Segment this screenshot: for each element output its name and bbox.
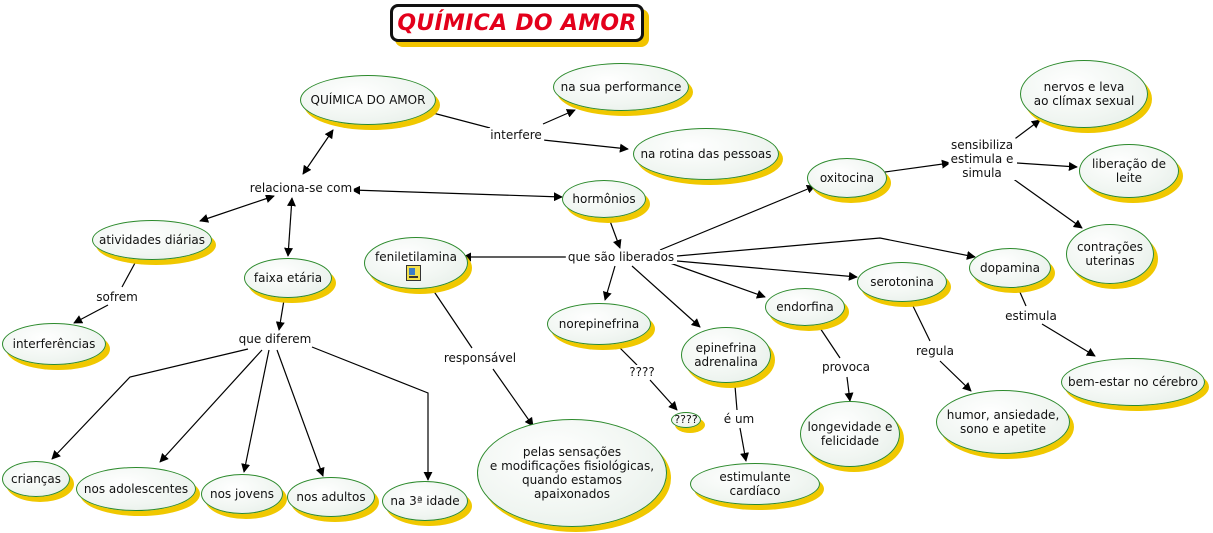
node-epinefrina[interactable]: epinefrina adrenalina <box>681 327 771 383</box>
link-que-sao-liberados: que são liberados <box>565 250 677 264</box>
e-liberados-dopamina <box>676 237 976 260</box>
node-estimulante[interactable]: estimulante cardíaco <box>690 463 820 505</box>
e-responsavel-sensacoes <box>492 368 534 427</box>
link-regula: regula <box>914 344 956 358</box>
node-feniletilamina[interactable]: feniletilamina <box>364 237 468 289</box>
e-atividades-sofrem <box>121 262 136 288</box>
e-sensibiliza-leite <box>1016 161 1078 171</box>
map-title-text: QUÍMICA DO AMOR <box>397 10 637 36</box>
e-serotonina-regula <box>911 303 931 342</box>
attached-document-icon[interactable] <box>406 265 421 281</box>
e-oxitocina-sensibiliza <box>884 159 951 173</box>
node-terceira-idade[interactable]: na 3ª idade <box>382 481 468 521</box>
link-relaciona-se-com: relaciona-se com <box>247 181 355 195</box>
link-e-um: é um <box>721 412 757 426</box>
node-norepinefrina[interactable]: norepinefrina <box>547 303 651 345</box>
e-liberados-norepinefrina <box>602 265 616 301</box>
e-relaciona-faixa <box>284 197 296 257</box>
node-atividades[interactable]: atividades diárias <box>92 220 212 260</box>
e-diferem-criancas <box>51 348 249 460</box>
node-dopamina[interactable]: dopamina <box>969 248 1051 288</box>
e-duvida-duvida <box>649 379 678 411</box>
e-eum-estimulante <box>739 427 749 462</box>
e-provoca-longevidade <box>844 376 854 402</box>
node-adultos[interactable]: nos adultos <box>287 477 375 517</box>
node-humor[interactable]: humor, ansiedade, sono e apetite <box>936 390 1070 454</box>
e-dopamina-estimula <box>1018 289 1027 307</box>
e-sensibiliza-nervos <box>1011 119 1041 142</box>
e-estimula-bemestar <box>1041 323 1096 357</box>
node-quimica-do-amor[interactable]: QUÍMICA DO AMOR <box>300 75 436 125</box>
node-oxitocina[interactable]: oxitocina <box>807 158 887 198</box>
e-diferem-adolescentes <box>159 349 263 463</box>
e-epinefrina-eum <box>734 385 738 411</box>
e-interfere-performance <box>542 109 576 125</box>
e-faixa-diferem <box>275 299 285 331</box>
e-diferem-adultos <box>276 349 325 477</box>
e-liberados-oxitocina <box>659 184 816 251</box>
link-provoca: provoca <box>819 360 873 374</box>
e-sofrem-interferencias <box>73 304 109 324</box>
e-liberados-epinefrina <box>631 265 701 328</box>
e-endorfina-provoca <box>819 327 841 359</box>
node-hormonios[interactable]: hormônios <box>562 180 646 218</box>
e-hormonios-liberados <box>609 220 622 249</box>
node-rotina[interactable]: na rotina das pessoas <box>633 128 779 180</box>
link-sensibiliza: sensibiliza estimula e simula <box>948 138 1016 180</box>
link-que-diferem: que diferem <box>236 332 314 346</box>
e-quimica-interfere <box>432 112 491 129</box>
e-sensibiliza-contracoes <box>1011 177 1083 229</box>
node-longevidade[interactable]: longevidade e felicidade <box>800 401 900 467</box>
map-title: QUÍMICA DO AMOR <box>390 4 644 42</box>
node-interferencias[interactable]: interferências <box>2 323 106 365</box>
e-feniletilamina-responsavel <box>432 289 473 349</box>
e-diferem-terceira <box>311 346 433 481</box>
e-relaciona-atividades <box>199 194 275 223</box>
e-regula-humor <box>939 360 972 392</box>
node-bem-estar[interactable]: bem-estar no cérebro <box>1061 358 1205 406</box>
e-quimica-relaciona <box>302 129 334 175</box>
node-faixa-etaria[interactable]: faixa etária <box>244 258 332 298</box>
node-contracoes[interactable]: contrações uterinas <box>1066 224 1154 284</box>
link-responsavel: responsável <box>441 351 519 365</box>
link-duvida: ???? <box>627 365 657 379</box>
e-relaciona-hormonios <box>351 185 563 202</box>
node-criancas[interactable]: crianças <box>2 461 70 497</box>
node-serotonina[interactable]: serotonina <box>857 262 947 302</box>
e-diferem-jovens <box>241 349 270 473</box>
e-interfere-rotina <box>542 139 629 153</box>
node-jovens[interactable]: nos jovens <box>201 474 283 514</box>
link-estimula: estimula <box>1003 309 1059 323</box>
node-performance[interactable]: na sua performance <box>553 63 689 111</box>
node-adolescentes[interactable]: nos adolescentes <box>76 467 196 511</box>
link-sofrem: sofrem <box>94 290 140 304</box>
e-liberados-endorfina <box>669 262 766 299</box>
node-nervos[interactable]: nervos e leva ao clímax sexual <box>1020 60 1148 128</box>
node-endorfina[interactable]: endorfina <box>765 288 845 326</box>
node-duvida[interactable]: ???? <box>671 412 701 428</box>
e-liberados-serotonina <box>676 260 858 281</box>
e-norepinefrina-duvida <box>619 347 638 366</box>
link-interfere: interfere <box>488 128 544 142</box>
node-sensacoes[interactable]: pelas sensações e modificações fisiológi… <box>477 419 667 527</box>
node-leite[interactable]: liberação de leite <box>1079 144 1179 198</box>
